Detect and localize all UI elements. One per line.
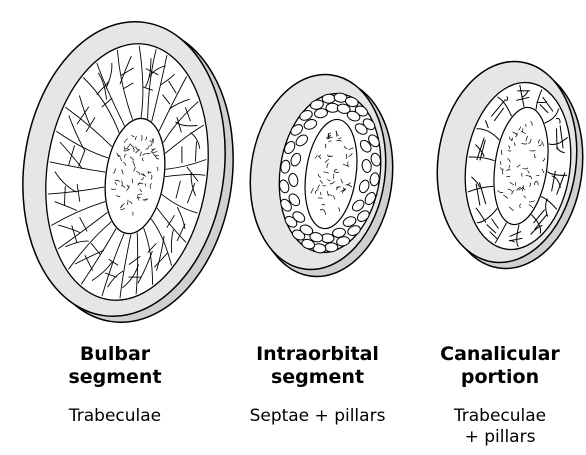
bulbar-segment-description: Trabeculae [40,406,190,427]
bulbar-segment-title: Bulbar segment [40,343,190,389]
bulbar-title-line2: segment [40,366,190,389]
canalicular-portion-cross-section [425,52,586,277]
canalicular-title-line2: portion [420,366,580,389]
intraorbital-segment-cross-section [238,66,405,286]
canalicular-portion-description: Trabeculae + pillars [420,406,580,448]
intraorbital-segment-title: Intraorbital segment [235,343,400,389]
bulbar-title-line1: Bulbar [40,343,190,366]
intraorbital-description-line1: Septae + pillars [235,406,400,427]
bulbar-segment-cross-section [4,9,251,336]
canalicular-title-line1: Canalicular [420,343,580,366]
intraorbital-segment-description: Septae + pillars [235,406,400,427]
canalicular-portion-title: Canalicular portion [420,343,580,389]
bulbar-description-line1: Trabeculae [40,406,190,427]
canalicular-description-line1: Trabeculae [420,406,580,427]
intraorbital-title-line2: segment [235,366,400,389]
canalicular-description-line2: + pillars [420,427,580,448]
intraorbital-title-line1: Intraorbital [235,343,400,366]
